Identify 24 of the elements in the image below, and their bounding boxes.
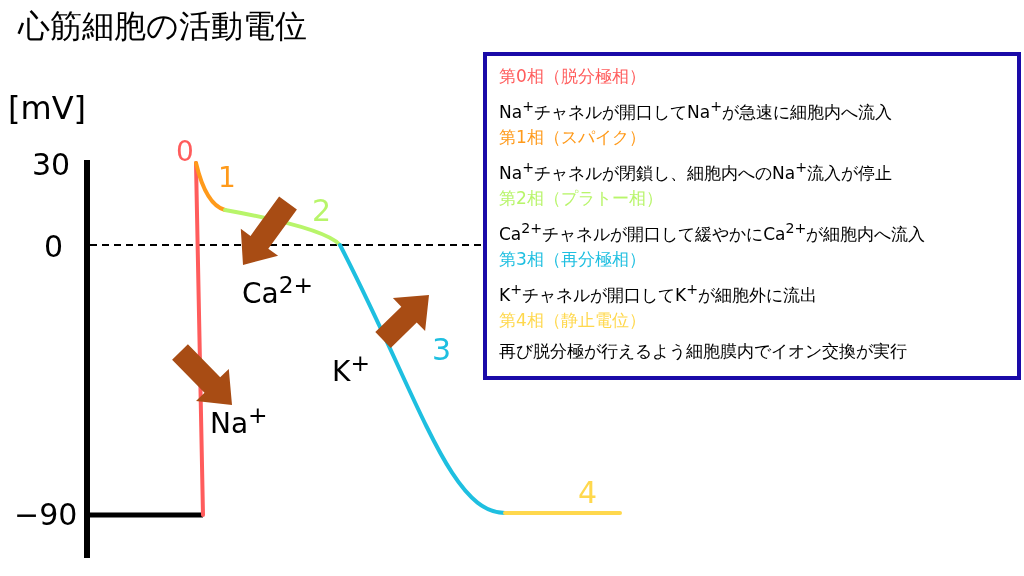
phase-description: Na$^{+}$チャネルが閉鎖し、細胞内へのNa$^{+}$流入が停止	[499, 159, 893, 182]
phase-description: K$^{+}$チャネルが開口してK$^{+}$が細胞外に流出	[499, 281, 818, 304]
phase-description: 再び脱分極が行えるよう細胞膜内でイオン交換が実行	[499, 342, 907, 360]
phase-heading: 第2相（プラトー相）	[499, 190, 663, 207]
phase-number: 4	[578, 478, 598, 508]
axis-tick-label: 30	[32, 150, 71, 180]
title: 心筋細胞の活動電位	[18, 10, 307, 42]
ion-label: Ca$^{2+}$	[242, 274, 314, 309]
phase-heading: 第1相（スパイク）	[499, 129, 646, 146]
axis-tick-label: −90	[14, 500, 78, 530]
phase-heading: 第4相（静止電位）	[499, 312, 646, 329]
phase-description: Ca$^{2+}$チャネルが開口して緩やかにCa$^{2+}$が細胞内へ流入	[499, 220, 926, 243]
phase-number: 2	[312, 196, 332, 226]
unit-label: [mV]	[8, 92, 87, 124]
phase-heading: 第3相（再分極相）	[499, 251, 646, 268]
phase-heading: 第0相（脱分極相）	[499, 68, 646, 85]
axis-tick-label: 0	[44, 232, 64, 262]
phase-description: Na$^{+}$チャネルが開口してNa$^{+}$が急速に細胞内へ流入	[499, 98, 893, 121]
ion-label: Na$^{+}$	[210, 404, 268, 439]
explanation-box	[483, 52, 1021, 380]
phase-number: 0	[176, 138, 194, 166]
ion-label: K$^{+}$	[332, 352, 370, 387]
phase-number: 1	[218, 164, 236, 192]
phase-number: 3	[432, 335, 452, 365]
